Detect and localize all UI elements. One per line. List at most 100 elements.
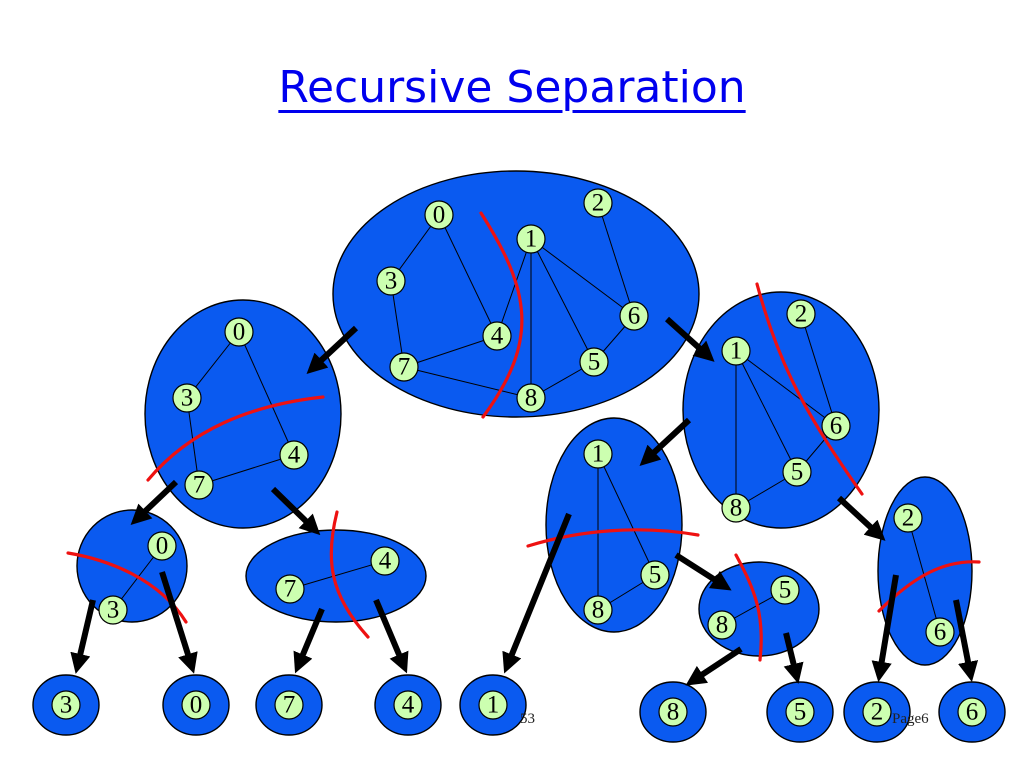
cluster-right (682, 291, 880, 529)
node-label: 5 (649, 562, 662, 589)
node-label: 8 (730, 495, 743, 522)
node-label: 1 (730, 338, 743, 365)
graph-node: 0 (147, 531, 177, 561)
arrow-left-to-left-right (270, 486, 321, 536)
node-label: 2 (795, 301, 808, 328)
node-label: 7 (283, 692, 296, 719)
graph-node: 6 (619, 301, 649, 331)
node-label: 7 (193, 472, 206, 499)
node-label: 6 (966, 699, 979, 726)
arrow-to-leaf-6 (953, 599, 979, 683)
graph-node: 1 (583, 439, 613, 469)
slide-title: Recursive Separation (278, 62, 746, 113)
node-label: 0 (156, 533, 169, 560)
node-label: 3 (385, 268, 398, 295)
cluster-left-right (245, 529, 427, 623)
node-label: 2 (871, 699, 884, 726)
node-label: 4 (288, 442, 301, 469)
graph-node: 4 (279, 440, 309, 470)
graph-node: 3 (172, 383, 202, 413)
graph-node: 5 (782, 457, 812, 487)
graph-node: 6 (925, 617, 955, 647)
arrow-to-leaf-1 (502, 512, 572, 674)
graph-node: 7 (274, 690, 304, 720)
node-label: 5 (791, 459, 804, 486)
node-label: 0 (190, 692, 203, 719)
graph-node: 8 (658, 697, 688, 727)
graph-node: 5 (640, 560, 670, 590)
page-label: Page6 (892, 711, 929, 727)
node-label: 8 (525, 385, 538, 412)
arrow-to-leaf-5 (783, 632, 804, 684)
node-label: 1 (525, 226, 538, 253)
node-label: 1 (487, 692, 500, 719)
graph-node: 5 (579, 347, 609, 377)
graph-node: 4 (482, 321, 512, 351)
graph-node: 6 (957, 697, 987, 727)
graph-node: 7 (389, 352, 419, 382)
node-label: 5 (779, 577, 792, 604)
arrow-to-leaf-2 (871, 574, 899, 683)
graph-node: 4 (393, 690, 423, 720)
node-label: 1 (592, 441, 605, 468)
graph-node: 5 (785, 697, 815, 727)
arrow-root-to-left (306, 325, 359, 374)
arrow-to-leaf-0 (159, 571, 198, 674)
arrow-right-to-right-left (639, 417, 692, 466)
node-label: 0 (433, 202, 446, 229)
arrow-right-left-to-right-left-right (674, 552, 732, 591)
node-label: 6 (830, 413, 843, 440)
arrow-to-leaf-8 (685, 646, 743, 686)
graph-node: 2 (786, 299, 816, 329)
arrow-right-to-right-right (836, 495, 886, 541)
node-label: 0 (233, 319, 246, 346)
page-number: 53 (520, 711, 535, 727)
graph-node: 1 (721, 336, 751, 366)
node-label: 7 (398, 354, 411, 381)
node-label: 8 (667, 699, 680, 726)
arrow-to-leaf-7 (293, 607, 325, 674)
arrows (70, 316, 979, 686)
node-label: 4 (402, 692, 415, 719)
graph-node: 8 (707, 610, 737, 640)
graph-node: 1 (516, 224, 546, 254)
arrow-to-leaf-4 (373, 598, 409, 674)
graph-node: 0 (181, 690, 211, 720)
graph-node: 8 (516, 383, 546, 413)
node-label: 6 (934, 619, 947, 646)
graph-node: 3 (51, 690, 81, 720)
graph-node: 3 (376, 266, 406, 296)
node-label: 3 (107, 597, 120, 624)
node-label: 2 (592, 190, 605, 217)
node-label: 3 (181, 385, 194, 412)
graph-node: 8 (721, 493, 751, 523)
graph-node: 5 (770, 575, 800, 605)
arrow-to-leaf-3 (70, 599, 96, 674)
graph-node: 7 (184, 470, 214, 500)
graph-node: 6 (821, 411, 851, 441)
graph-node: 1 (478, 690, 508, 720)
arrow-left-to-left-left (130, 479, 179, 526)
graph-node: 8 (583, 595, 613, 625)
node-label: 8 (716, 612, 729, 639)
node-label: 4 (491, 323, 504, 350)
node-label: 8 (592, 597, 605, 624)
graph-node: 0 (224, 317, 254, 347)
graph-node: 7 (275, 574, 305, 604)
graph-node: 2 (862, 697, 892, 727)
node-label: 5 (588, 349, 601, 376)
node-label: 5 (794, 699, 807, 726)
graph-node: 3 (98, 595, 128, 625)
node-label: 2 (902, 505, 915, 532)
graph-node: 2 (893, 503, 923, 533)
node-label: 7 (284, 576, 297, 603)
graph-node: 2 (583, 188, 613, 218)
node-label: 4 (379, 548, 392, 575)
cluster-right-right (877, 476, 973, 666)
graph-node: 4 (370, 546, 400, 576)
node-label: 6 (628, 303, 641, 330)
arrow-root-to-right (664, 316, 715, 362)
node-label: 3 (60, 692, 73, 719)
graph-node: 0 (424, 200, 454, 230)
